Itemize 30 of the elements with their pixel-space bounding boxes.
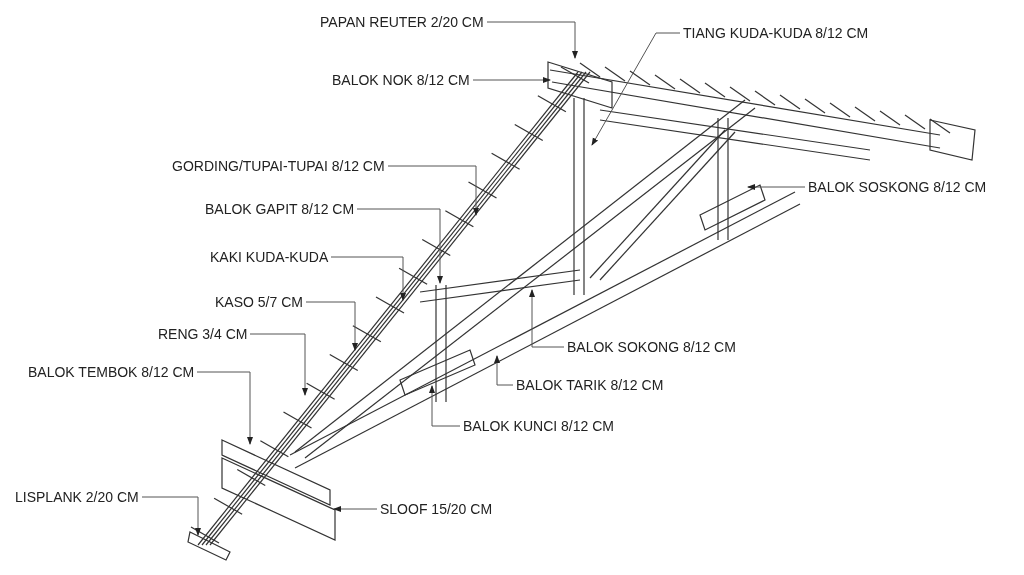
part-label: BALOK TEMBOK 8/12 CM: [28, 364, 195, 380]
leader-line: [529, 289, 565, 348]
leader-line: [747, 184, 806, 190]
leader-line: [356, 208, 443, 284]
part-label: BALOK SOSKONG 8/12 CM: [808, 179, 987, 195]
part-label: SLOOF 15/20 CM: [380, 501, 493, 517]
part-label: KASO 5/7 CM: [215, 294, 303, 310]
leader-line: [387, 165, 479, 216]
part-label: PAPAN REUTER 2/20 CM: [320, 14, 484, 30]
part-label: GORDING/TUPAI-TUPAI 8/12 CM: [172, 158, 385, 174]
leader-line: [141, 496, 201, 536]
part-label: BALOK TARIK 8/12 CM: [516, 377, 664, 393]
part-label: KAKI KUDA-KUDA: [210, 249, 329, 265]
leader-line: [330, 256, 406, 301]
part-label: BALOK GAPIT 8/12 CM: [205, 201, 355, 217]
leader-line: [333, 506, 378, 512]
part-label: RENG 3/4 CM: [158, 326, 248, 342]
part-label: BALOK NOK 8/12 CM: [332, 72, 470, 88]
leader-line: [429, 385, 461, 427]
part-label: LISPLANK 2/20 CM: [15, 489, 139, 505]
leader-line: [494, 355, 514, 386]
leader-line: [196, 371, 253, 445]
leader-line: [305, 301, 358, 351]
part-label: TIANG KUDA-KUDA 8/12 CM: [683, 25, 869, 41]
part-label: BALOK SOKONG 8/12 CM: [567, 339, 736, 355]
leader-line: [249, 333, 308, 396]
leader-line: [591, 32, 681, 146]
leader-line: [472, 77, 551, 83]
part-label: BALOK KUNCI 8/12 CM: [463, 418, 614, 434]
leader-line: [486, 21, 578, 59]
